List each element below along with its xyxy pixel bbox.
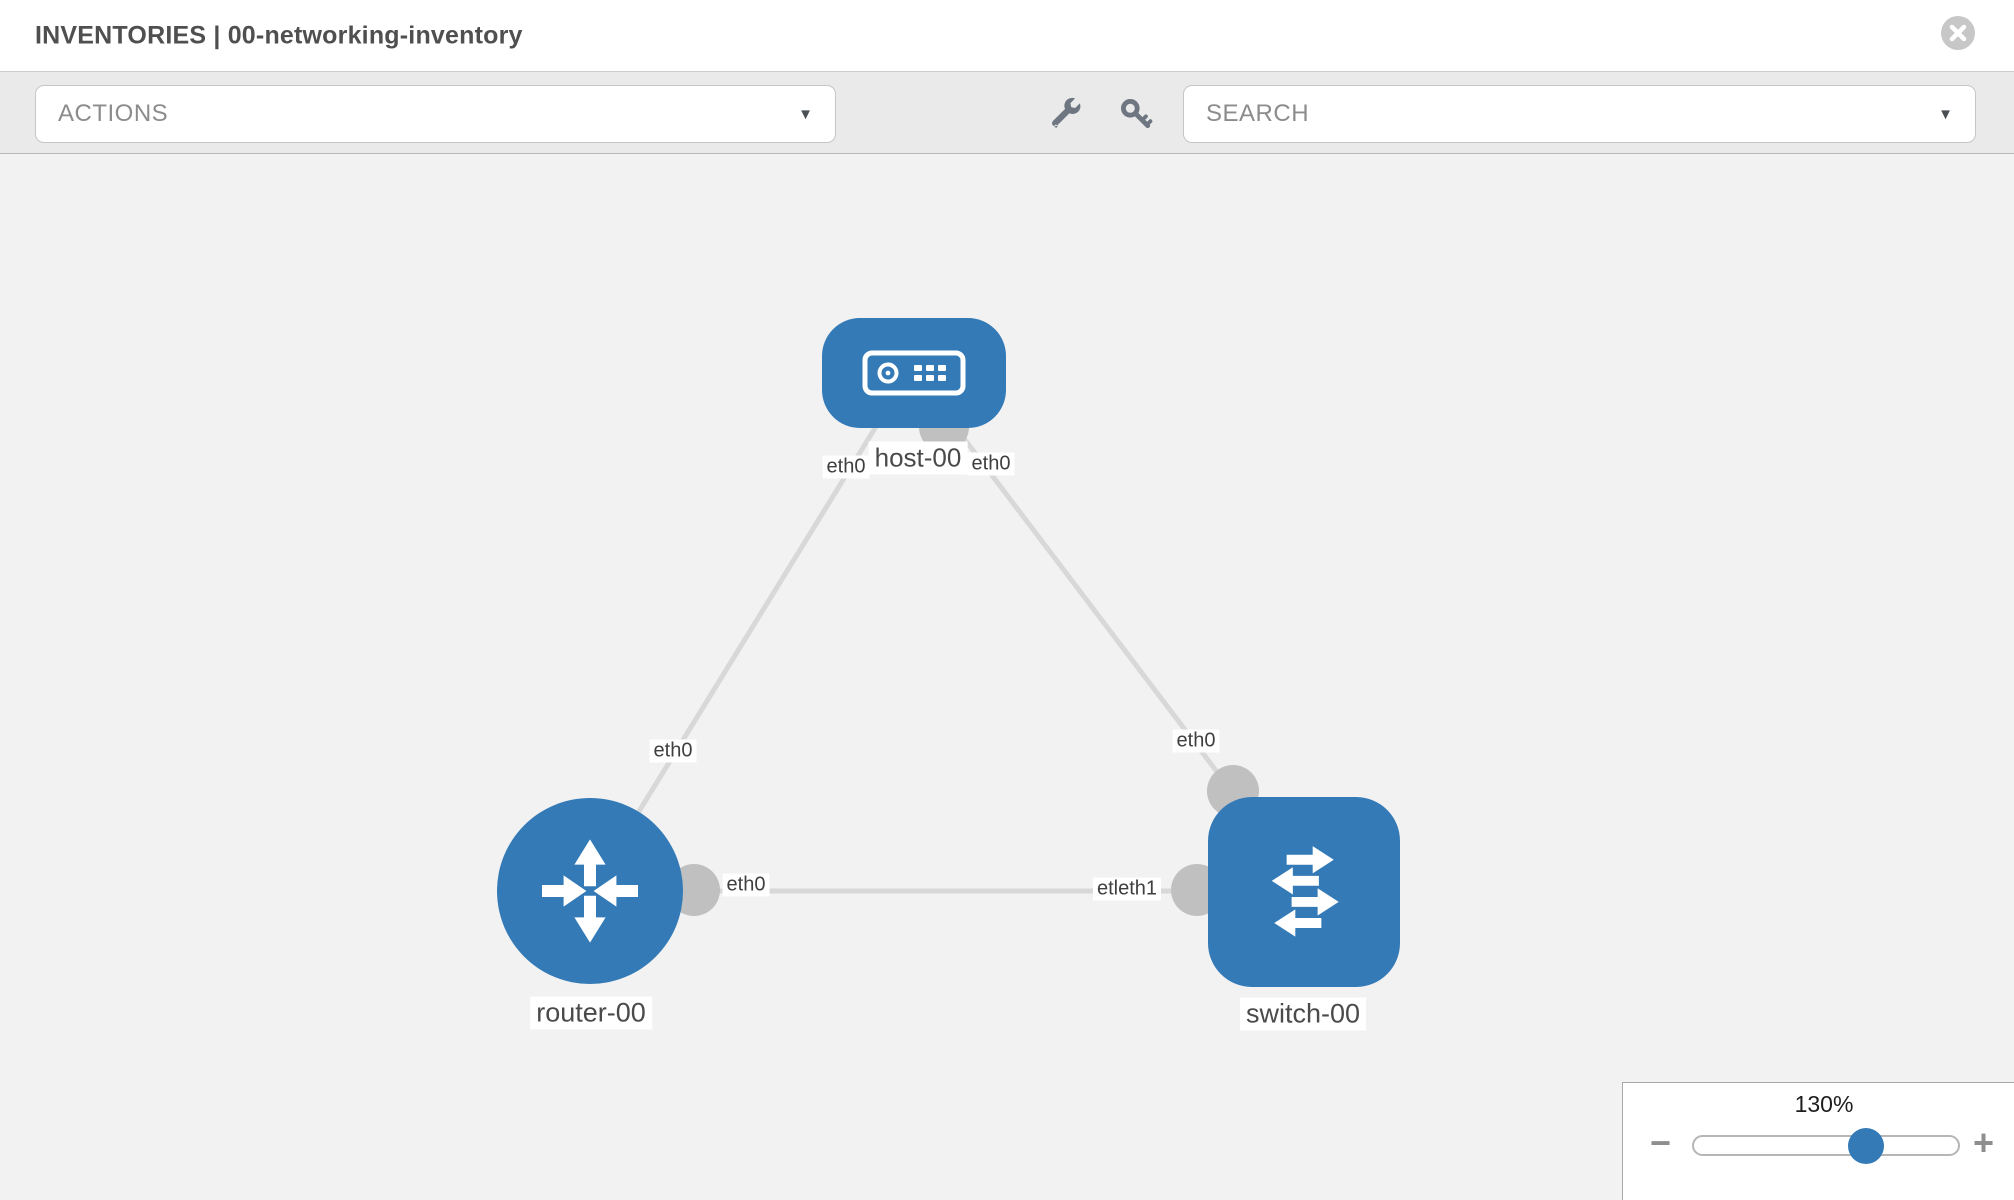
actions-dropdown[interactable]: ACTIONS ▼ [35,85,836,143]
configure-button[interactable] [1037,85,1095,143]
zoom-out-button[interactable]: − [1650,1122,1672,1163]
zoom-level-value: 130% [1794,1091,1854,1117]
page-title: INVENTORIES | 00-networking-inventory [35,21,523,49]
links-layer [587,402,1300,916]
chevron-down-icon: ▼ [1938,105,1953,123]
search-dropdown-label: SEARCH [1206,100,1310,127]
actions-dropdown-label: ACTIONS [58,100,169,127]
interface-label: eth0 [822,455,870,479]
node-router[interactable] [497,798,683,984]
credentials-button[interactable] [1107,85,1165,143]
wrench-icon [1052,97,1081,128]
router-icon [542,839,638,943]
node-label-switch: switch-00 [1239,997,1367,1031]
close-button[interactable] [1941,16,1975,50]
zoom-panel: 130% − + [1622,1082,2014,1200]
close-icon [1949,24,1967,42]
zoom-slider-thumb[interactable] [1848,1128,1884,1164]
switch-icon [1271,846,1339,937]
toolbar: ACTIONS ▼ SEARCH ▼ [0,72,2014,154]
node-label-router: router-00 [530,996,652,1030]
interface-label: etleth1 [1092,877,1162,901]
node-host[interactable] [822,318,1006,428]
zoom-slider-track[interactable] [1692,1128,1960,1164]
key-icon [1120,98,1153,129]
interface-label: eth0 [967,452,1015,476]
node-label-host: host-00 [868,441,968,475]
topology-canvas[interactable]: host-00 router-00 switch-00 eth0 eth0 et… [0,154,2014,1200]
header-bar: INVENTORIES | 00-networking-inventory [0,0,2014,72]
interface-label: eth0 [1172,729,1220,753]
interface-label: eth0 [722,873,770,897]
zoom-in-button[interactable]: + [1973,1122,1995,1163]
chevron-down-icon: ▼ [798,105,813,123]
interface-label: eth0 [649,739,697,763]
host-icon [862,350,966,396]
search-dropdown[interactable]: SEARCH ▼ [1183,85,1976,143]
node-switch[interactable] [1208,797,1400,987]
